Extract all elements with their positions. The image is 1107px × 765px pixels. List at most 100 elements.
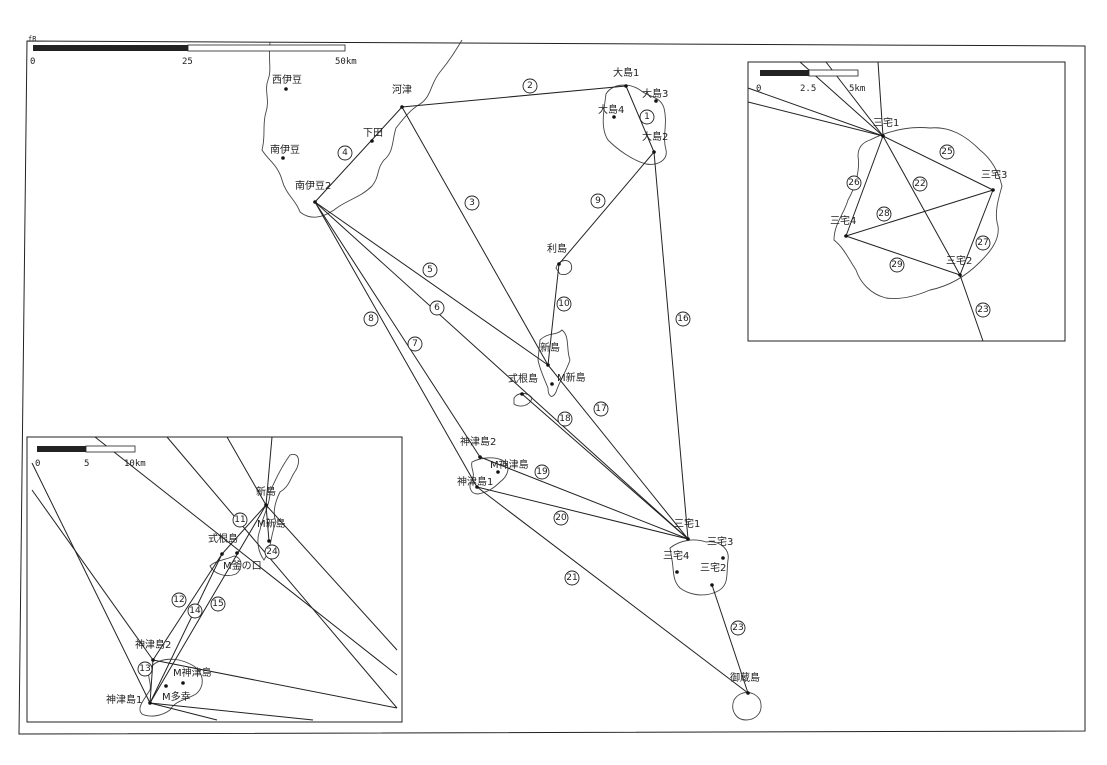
through-line-1: [31, 489, 154, 661]
station-label: 神津島2: [460, 435, 496, 448]
main-edges: [314, 85, 749, 694]
coastline-3: [537, 329, 571, 397]
edge-number-9: 9: [595, 196, 601, 206]
edge-number-circle: [889, 257, 905, 273]
edge-number-1: 1: [644, 112, 650, 122]
station-label: 式根島: [208, 532, 238, 545]
station-dot: [958, 273, 962, 277]
edge-number-11: 11: [234, 515, 245, 525]
edge-19: [479, 456, 689, 540]
edge-2: [401, 85, 627, 108]
coastline-7: [732, 692, 762, 721]
station-dot: [164, 684, 168, 688]
station-label: M釜の口: [223, 559, 262, 572]
edge-number-circle: [912, 176, 928, 192]
station-label: 大島3: [642, 87, 668, 100]
scale-tick-0: 0: [30, 57, 35, 67]
edge-number-circle: [675, 311, 691, 327]
edge-number-circle: [557, 411, 573, 427]
through-line-7: [152, 659, 398, 709]
station-label: 神津島1: [457, 475, 493, 488]
inset-edge-13: [149, 659, 154, 704]
inset-edge-11: [221, 504, 267, 555]
station-label: M新島: [557, 371, 586, 384]
station-label: 三宅3: [981, 168, 1007, 181]
station-label: 大島4: [598, 103, 624, 116]
edge-5: [314, 201, 549, 366]
station-dot: [612, 115, 616, 119]
edge-number-14: 14: [189, 606, 201, 616]
through-line-3: [166, 436, 398, 709]
edge-number-16: 16: [677, 314, 689, 324]
station-dot: [313, 200, 317, 204]
edge-number-circle: [553, 510, 569, 526]
inset-edge-22: [882, 135, 961, 276]
edge-number-circle: [590, 193, 606, 209]
miyake-inset-frame: [747, 61, 1066, 342]
station-dot: [151, 658, 155, 662]
edge-18: [521, 393, 689, 540]
edge-number-circle: [422, 262, 438, 278]
station-label: M新島: [257, 517, 286, 530]
incoming-line-4: [877, 61, 884, 137]
incoming-line-0: [747, 87, 884, 137]
scale-bar-black: [33, 45, 188, 51]
edge-number-circle: [730, 620, 746, 636]
inset-edge-29: [845, 235, 961, 276]
station-label: 大島1: [613, 66, 639, 79]
edge-number-23: 23: [732, 623, 743, 633]
edge-number-circle: [639, 109, 655, 125]
map-border: [18, 40, 1086, 735]
edge-number-circle: [407, 336, 423, 352]
through-line-0: [31, 462, 151, 704]
miyake-coastline: [833, 127, 1003, 299]
inset-scale-white: [808, 69, 859, 77]
edge-number-10: 10: [558, 299, 570, 309]
inset-edge-25: [882, 135, 994, 191]
edge-number-circle: [522, 78, 538, 94]
miyake-scale-tick-0: 0: [756, 84, 761, 94]
kozu-inset-frame: [26, 436, 403, 723]
station-label: 三宅4: [830, 214, 856, 227]
station-dot: [550, 382, 554, 386]
edge-number-circle: [210, 596, 226, 612]
through-line-5: [265, 436, 273, 506]
edge-number-circle: [593, 401, 609, 417]
edge-number-circle: [876, 206, 892, 222]
station-dot: [370, 139, 374, 143]
station-dot: [148, 701, 152, 705]
inset-edge-27: [959, 189, 994, 276]
edge-number-circle: [171, 592, 187, 608]
edge-number-15: 15: [212, 599, 223, 609]
station-label: 下田: [363, 128, 383, 139]
inset-edge-23: [959, 274, 984, 342]
station-dot: [721, 556, 725, 560]
edge-number-17: 17: [595, 404, 606, 414]
coastline-6: [669, 539, 729, 596]
station-label: 三宅1: [674, 517, 700, 530]
inset-edge-24: [265, 504, 270, 542]
edge-number-circle: [939, 144, 955, 160]
station-dot: [557, 262, 561, 266]
edge-number-18: 18: [559, 414, 571, 424]
station-label: M神津島: [490, 458, 529, 471]
edge-number-23: 23: [977, 305, 988, 315]
edge-number-circle: [337, 145, 353, 161]
edge-number-3: 3: [469, 198, 475, 208]
scale-tick-50: 50km: [335, 57, 357, 67]
through-line-4: [226, 436, 267, 506]
kozu-scale-tick-5: 5: [84, 459, 89, 469]
station-label: 神津島2: [135, 638, 171, 651]
miyake-scale-tick-5: 5km: [849, 84, 865, 94]
through-line-6: [265, 504, 398, 651]
edge-number-6: 6: [434, 303, 440, 313]
edge-number-circle: [975, 235, 991, 251]
incoming-line-1: [747, 101, 884, 137]
edge-number-28: 28: [878, 209, 890, 219]
inset-edge-26: [845, 135, 884, 237]
station-label: M多幸: [162, 690, 191, 703]
station-label: 御蔵島: [730, 671, 760, 684]
edge-number-29: 29: [891, 260, 903, 270]
edge-number-2: 2: [527, 81, 533, 91]
